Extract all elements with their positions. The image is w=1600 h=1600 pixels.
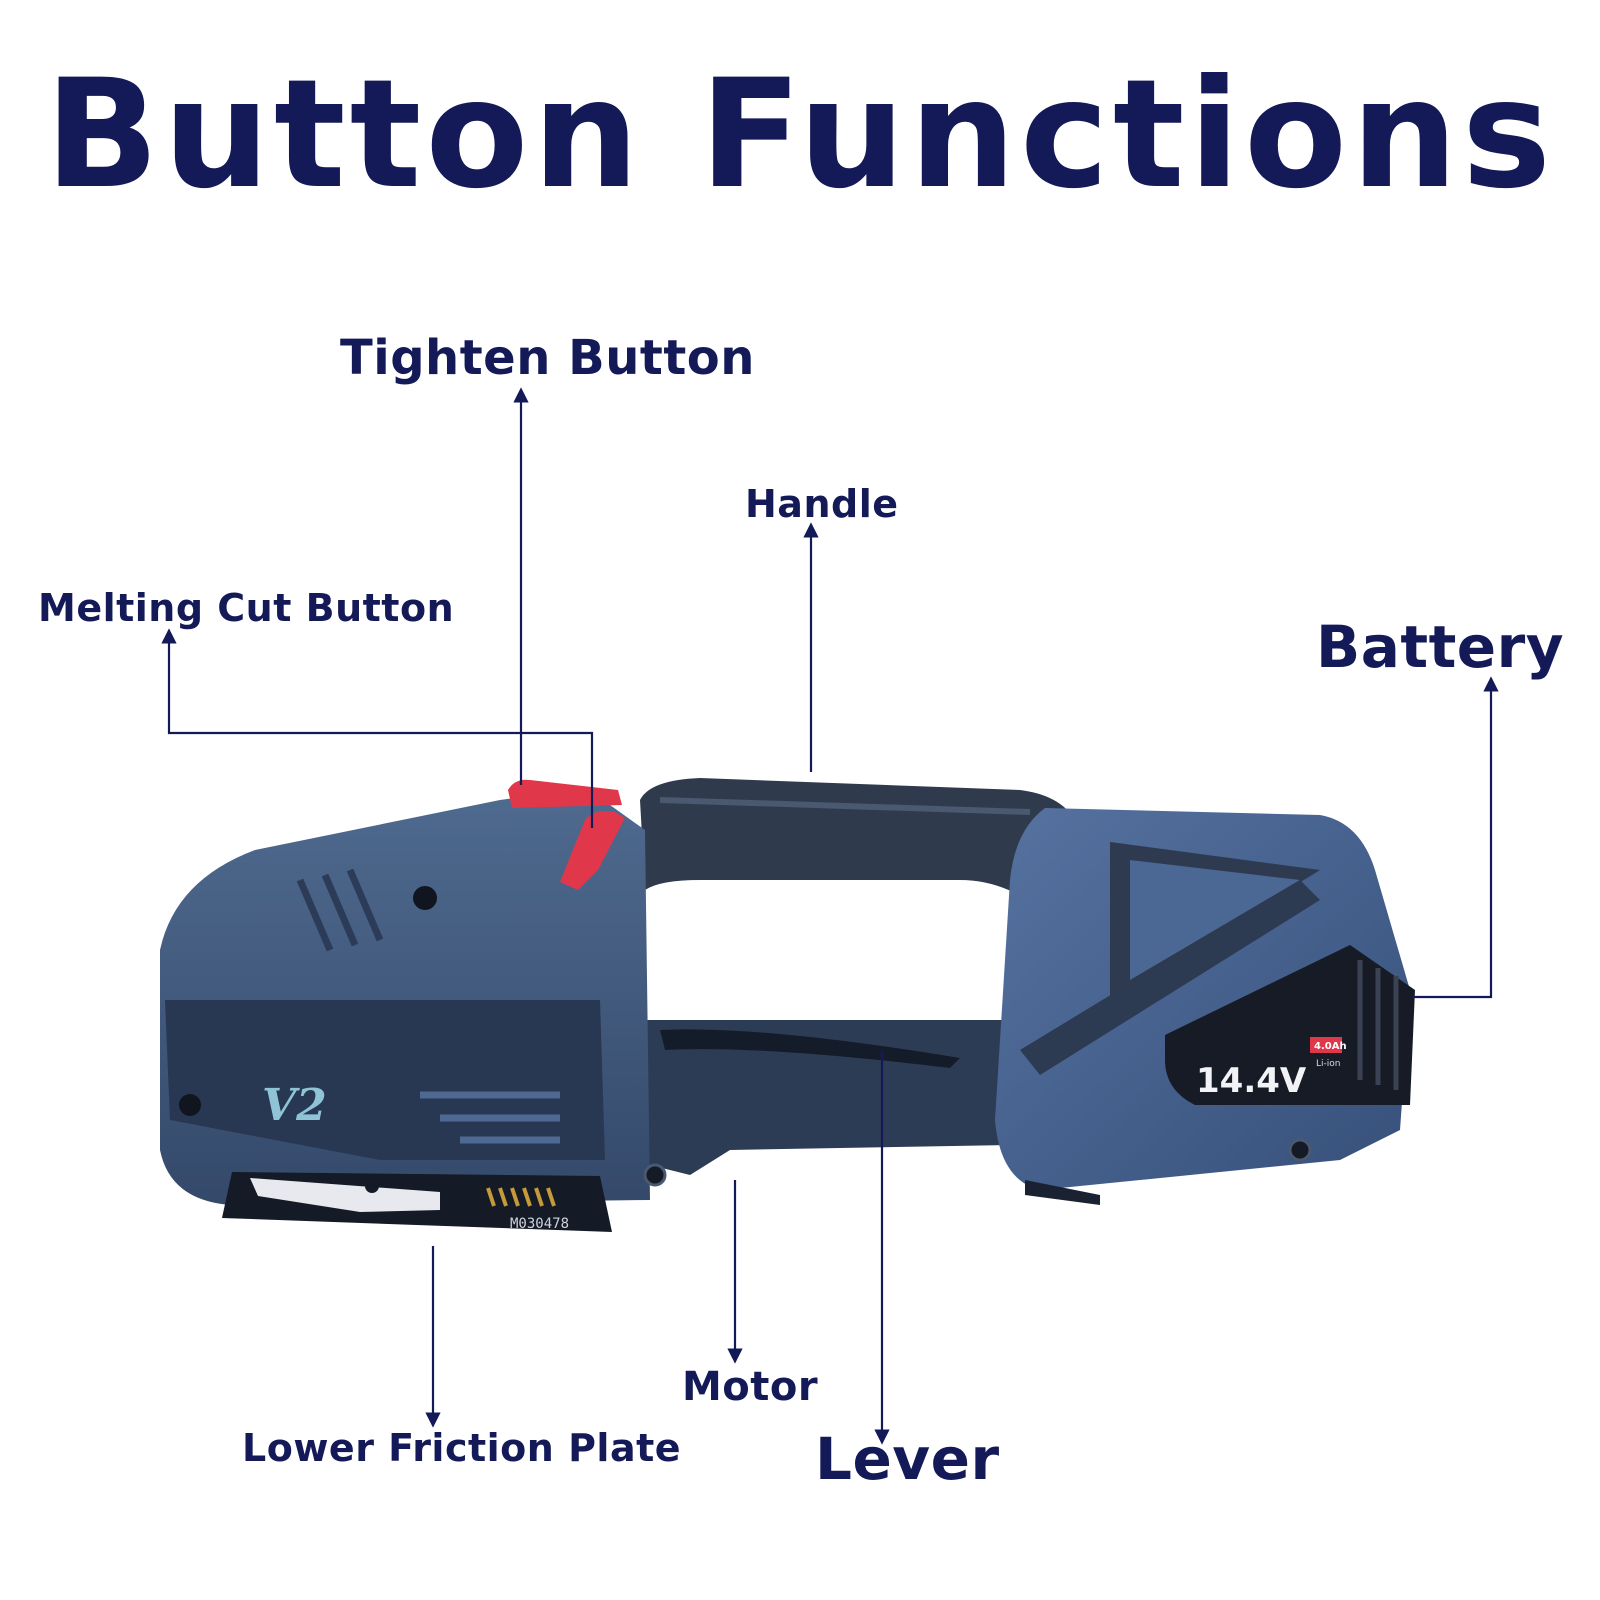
battery-callout-line [1412, 676, 1499, 999]
label-melting-cut-button: Melting Cut Button [38, 586, 455, 630]
label-handle: Handle [745, 482, 899, 526]
label-battery: Battery [1316, 613, 1565, 681]
label-motor: Motor [682, 1364, 819, 1410]
melting-cut-callout-line [161, 628, 594, 828]
label-lever: Lever [815, 1425, 1000, 1493]
battery-capacity: 4.0Ah [1314, 1041, 1347, 1052]
label-lower-friction-plate: Lower Friction Plate [242, 1426, 682, 1470]
lever-blade [660, 1029, 960, 1068]
battery-chemistry: Li-ion [1316, 1059, 1340, 1069]
melting-cut-button[interactable] [560, 811, 625, 890]
battery-voltage: 14.4V [1196, 1061, 1307, 1101]
battery-pack: 4.0Ah 14.4V Li-ion [1165, 945, 1415, 1105]
model-badge: V2 [262, 1080, 327, 1131]
tighten-button[interactable] [508, 779, 622, 808]
serial-number: M030478 [510, 1216, 569, 1232]
page-title: Button Functions [44, 48, 1556, 222]
label-tighten-button: Tighten Button [340, 330, 755, 386]
strapping-tool: V2 M030478 [160, 778, 1415, 1232]
